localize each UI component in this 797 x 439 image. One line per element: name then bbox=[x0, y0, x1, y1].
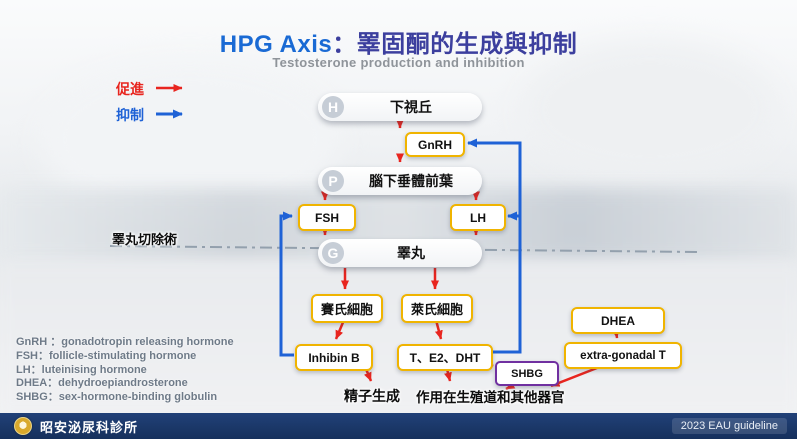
arrow-leydig-to-t bbox=[434, 319, 443, 340]
title-en: HPG Axis bbox=[219, 31, 333, 58]
feedback-t-to-gnrh bbox=[467, 138, 522, 354]
abbreviation-lh: LH：luteinising hormone bbox=[16, 363, 147, 376]
abbreviation-fsh: FSH：follicle-stimulating hormone bbox=[16, 349, 197, 362]
abbreviation-dhea: DHEA：dehydroepiandrosterone bbox=[16, 377, 188, 390]
castration-label: 睪丸切除術 bbox=[112, 232, 178, 247]
title-zh: ：睪固酮的生成與抑制 bbox=[332, 31, 578, 58]
node-testis: G 睪丸 bbox=[318, 239, 482, 267]
testis-letter: G bbox=[322, 242, 344, 264]
abbreviation-list: GnRH ：gonadotropin releasing hormone FSH… bbox=[16, 336, 234, 405]
node-lh: LH bbox=[450, 204, 506, 231]
clinic-name: 昭安泌尿科診所 bbox=[40, 419, 139, 435]
sperm-production-label: 精子生成 bbox=[344, 388, 400, 404]
node-fsh: FSH bbox=[298, 204, 356, 231]
action-label: 作用在生殖道和其他器官 bbox=[416, 390, 565, 405]
node-hypothalamus: H 下視丘 bbox=[318, 93, 482, 121]
node-extra-gonadal-t: extra-gonadal T bbox=[564, 342, 682, 369]
testis-label: 睪丸 bbox=[397, 245, 425, 261]
legend-promote-label: 促進 bbox=[116, 81, 144, 97]
clinic-logo-icon bbox=[14, 417, 32, 435]
pituitary-label: 腦下垂體前葉 bbox=[369, 173, 453, 189]
node-shbg: SHBG bbox=[495, 361, 559, 386]
background-blob bbox=[520, 40, 780, 180]
legend-inhibit-label: 抑制 bbox=[116, 107, 144, 123]
node-t-e2-dht: T、E2、DHT bbox=[397, 344, 493, 371]
arrow-t-to-action bbox=[444, 368, 452, 382]
abbreviation-shbg: SHBG：sex-hormone-binding globulin bbox=[16, 391, 218, 404]
background-lower bbox=[0, 262, 797, 414]
footer-bar: 昭安泌尿科診所 2023 EAU guideline bbox=[0, 413, 797, 439]
arrow-extragonadal-to-action bbox=[550, 364, 603, 388]
node-gnrh: GnRH bbox=[405, 132, 465, 157]
abbreviation-gnrh: GnRH ：gonadotropin releasing hormone bbox=[16, 336, 234, 348]
arrow-to-sperm bbox=[364, 368, 373, 382]
node-pituitary: P 腦下垂體前葉 bbox=[318, 167, 482, 195]
node-leydig-cells: 萊氏細胞 bbox=[401, 294, 473, 323]
page-subtitle: Testosterone production and inhibition bbox=[272, 55, 525, 70]
hypothalamus-letter: H bbox=[322, 96, 344, 118]
hypothalamus-label: 下視丘 bbox=[390, 99, 432, 115]
node-inhibin-b: Inhibin B bbox=[295, 344, 373, 371]
page-title: HPG Axis：睪固酮的生成與抑制 bbox=[0, 24, 797, 59]
node-sertoli-cells: 賽氏細胞 bbox=[311, 294, 383, 323]
node-dhea: DHEA bbox=[571, 307, 665, 334]
feedback-inhibin-to-fsh bbox=[279, 211, 294, 357]
guideline-badge: 2023 EAU guideline bbox=[671, 418, 787, 434]
pituitary-letter: P bbox=[322, 170, 344, 192]
arrow-sertoli-to-inhibin bbox=[334, 319, 346, 340]
